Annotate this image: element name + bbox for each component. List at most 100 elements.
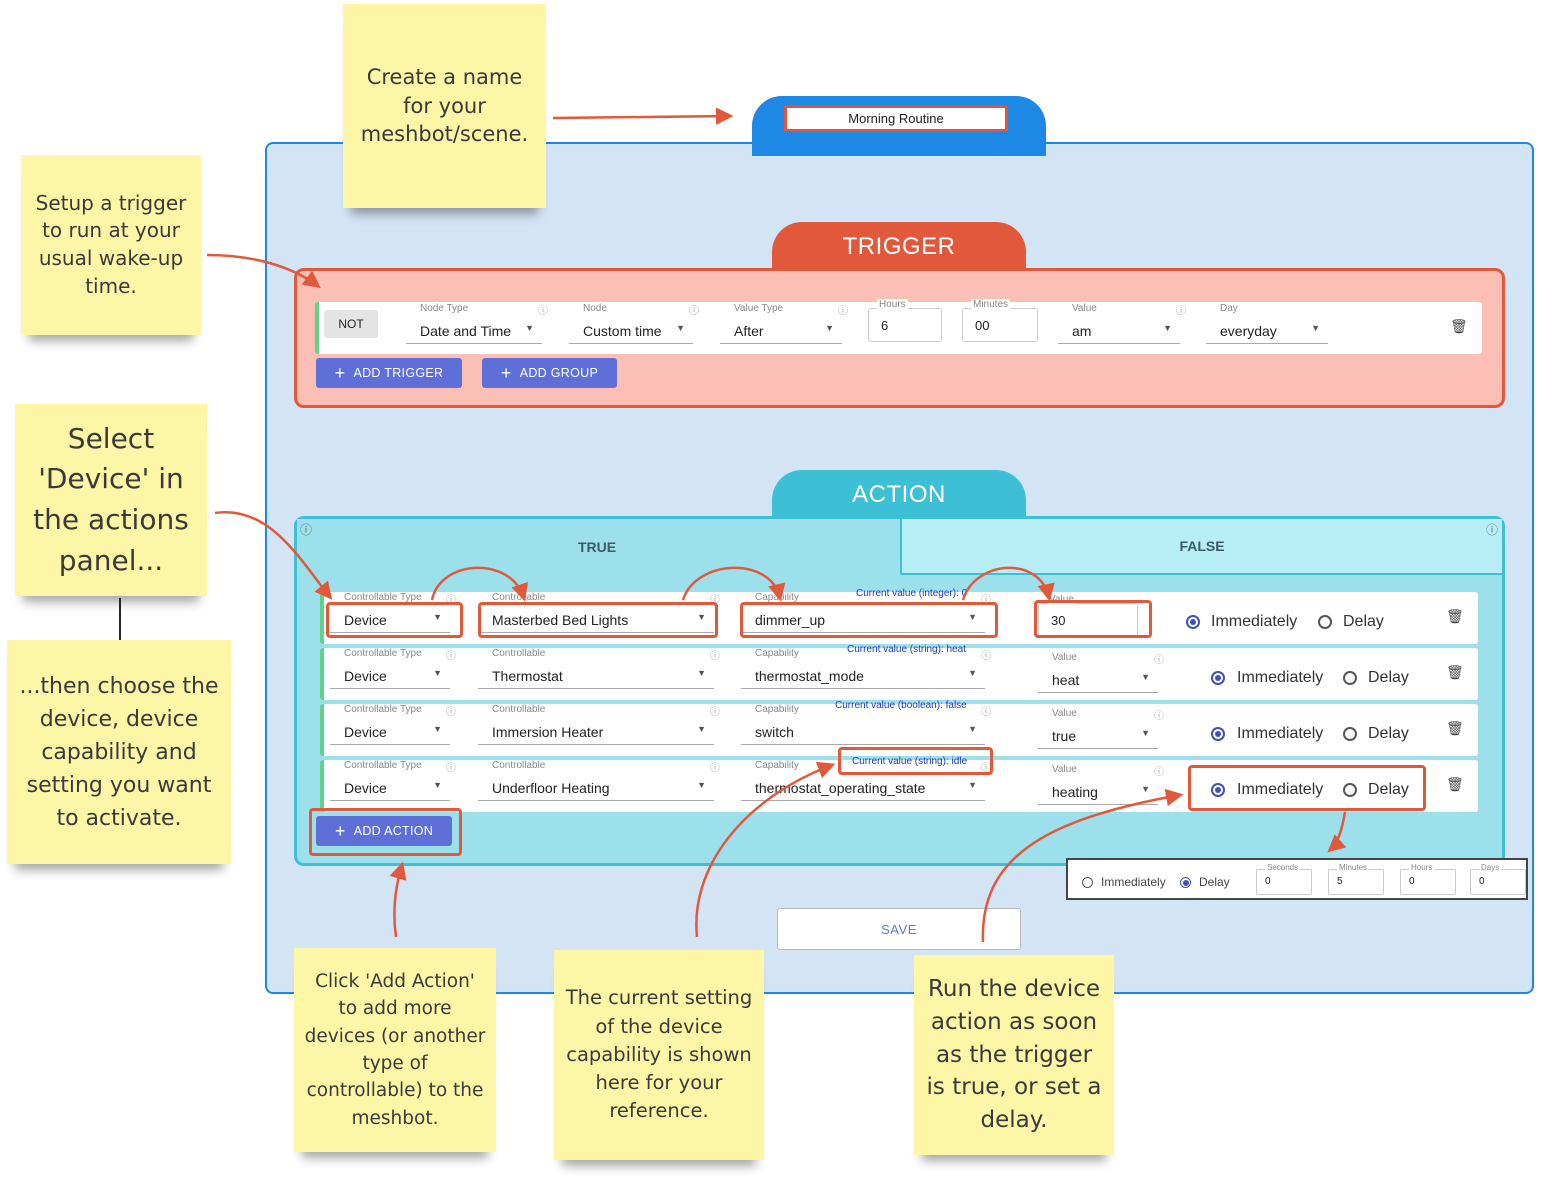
hours-input[interactable]: Hours 0 [1400, 863, 1456, 895]
trash-icon[interactable]: 🗑 [1446, 608, 1464, 624]
info-icon: ⓘ [446, 651, 456, 662]
caret-down-icon: ▼ [1141, 728, 1150, 738]
node-select[interactable]: Node Custom time ▼ ⓘ [569, 303, 699, 344]
info-icon: ⓘ [838, 306, 848, 317]
caret-down-icon: ▼ [433, 668, 442, 678]
capability-select[interactable]: Capability thermostat_operating_state ▼ … [741, 760, 991, 801]
controllable-type-select[interactable]: Controllable Type Device ▼ ⓘ [330, 648, 456, 689]
caret-down-icon: ▼ [968, 668, 977, 678]
current-value-label: Current value (boolean): false [835, 700, 967, 711]
plus-icon: + [334, 821, 346, 841]
note-select-device: Select 'Device' in the actions panel... [15, 404, 207, 596]
delay-radio[interactable] [1180, 877, 1191, 888]
caret-down-icon: ▼ [697, 724, 706, 734]
highlight-box [1188, 765, 1426, 811]
add-action-button[interactable]: + ADD ACTION [316, 816, 452, 846]
not-toggle-button[interactable]: NOT [324, 310, 378, 338]
plus-icon: + [500, 363, 512, 383]
immediately-radio[interactable] [1211, 671, 1225, 685]
seconds-input[interactable]: Seconds 0 [1256, 863, 1312, 895]
highlight-box [326, 602, 463, 638]
value-type-select[interactable]: Value Type After ▼ ⓘ [720, 303, 848, 344]
hours-input[interactable]: Hours 6 [868, 299, 942, 342]
highlight-box [1034, 600, 1152, 638]
info-icon: ⓘ [446, 763, 456, 774]
action-heading: ACTION [772, 470, 1026, 520]
trash-icon[interactable]: 🗑 [1446, 776, 1464, 792]
immediately-radio[interactable] [1186, 615, 1200, 629]
delay-radio[interactable] [1343, 783, 1357, 797]
controllable-type-select[interactable]: Controllable Type Device ▼ ⓘ [330, 760, 456, 801]
note-trigger: Setup a trigger to run at your usual wak… [21, 155, 201, 335]
info-icon: ⓘ [538, 306, 548, 317]
controllable-type-select[interactable]: Controllable Type Device ▼ ⓘ [330, 592, 456, 633]
info-icon: ⓘ [710, 595, 720, 606]
info-icon: ⓘ [300, 523, 313, 537]
caret-down-icon: ▼ [697, 612, 706, 622]
highlight-box [309, 808, 462, 856]
info-icon: ⓘ [981, 651, 991, 662]
minutes-input[interactable]: Minutes 5 [1328, 863, 1384, 895]
am-pm-select[interactable]: Value am ▼ ⓘ [1058, 303, 1186, 344]
add-trigger-button[interactable]: + ADD TRIGGER [316, 358, 462, 388]
caret-down-icon: ▼ [697, 780, 706, 790]
day-select[interactable]: Day everyday ▼ [1206, 303, 1328, 344]
capability-select[interactable]: Capability switch ▼ ⓘ [741, 704, 991, 745]
tab-false[interactable]: FALSE [900, 519, 1502, 575]
caret-down-icon: ▼ [825, 323, 834, 333]
info-icon: ⓘ [1154, 767, 1164, 778]
save-button[interactable]: SAVE [777, 908, 1021, 950]
trash-icon[interactable]: 🗑 [1450, 318, 1468, 334]
minutes-input[interactable]: Minutes 00 [962, 299, 1038, 342]
current-value-label: Current value (string): idle [852, 756, 968, 767]
action-row [320, 760, 1478, 812]
capability-select[interactable]: Capability thermostat_mode ▼ ⓘ [741, 648, 991, 689]
info-icon: ⓘ [981, 707, 991, 718]
immediately-radio[interactable] [1082, 877, 1093, 888]
caret-down-icon: ▼ [968, 724, 977, 734]
caret-down-icon: ▼ [433, 612, 442, 622]
trash-icon[interactable]: 🗑 [1446, 720, 1464, 736]
delay-settings-panel: Immediately Delay Seconds 0 Minutes 5 Ho… [1066, 858, 1528, 900]
caret-down-icon: ▼ [433, 724, 442, 734]
caret-down-icon: ▼ [525, 323, 534, 333]
note-add-action: Click 'Add Action' to add more devices (… [294, 948, 496, 1152]
scene-name-input[interactable]: Morning Routine [784, 105, 1008, 132]
controllable-type-select[interactable]: Controllable Type Device ▼ ⓘ [330, 704, 456, 745]
caret-down-icon: ▼ [968, 612, 977, 622]
info-icon: ⓘ [1154, 711, 1164, 722]
value-select[interactable]: Value true ▼ ⓘ [1038, 708, 1164, 749]
info-icon: ⓘ [1486, 523, 1499, 537]
info-icon: ⓘ [710, 763, 720, 774]
info-icon: ⓘ [446, 595, 456, 606]
delay-radio[interactable] [1343, 671, 1357, 685]
current-value-label: Current value (integer): 0 [856, 588, 968, 599]
tab-true[interactable]: TRUE [297, 519, 897, 575]
value-select[interactable]: Value heat ▼ ⓘ [1038, 652, 1164, 693]
info-icon: ⓘ [689, 306, 699, 317]
current-value-label: Current value (string): heat [847, 644, 966, 655]
controllable-select[interactable]: Controllable Immersion Heater ▼ ⓘ [478, 704, 720, 745]
days-input[interactable]: Days 0 [1470, 863, 1526, 895]
delay-radio[interactable] [1343, 727, 1357, 741]
caret-down-icon: ▼ [697, 668, 706, 678]
controllable-select[interactable]: Controllable Thermostat ▼ ⓘ [478, 648, 720, 689]
trash-icon[interactable]: 🗑 [1446, 664, 1464, 680]
caret-down-icon: ▼ [1163, 323, 1172, 333]
caret-down-icon: ▼ [676, 323, 685, 333]
controllable-select[interactable]: Controllable Underfloor Heating ▼ ⓘ [478, 760, 720, 801]
value-select[interactable]: Value heating ▼ ⓘ [1038, 764, 1164, 805]
note-name: Create a name for your meshbot/scene. [343, 4, 546, 208]
node-type-select[interactable]: Node Type Date and Time ▼ ⓘ [406, 303, 548, 344]
plus-icon: + [334, 363, 346, 383]
info-icon: ⓘ [710, 651, 720, 662]
add-group-button[interactable]: + ADD GROUP [482, 358, 617, 388]
info-icon: ⓘ [1176, 306, 1186, 317]
caret-down-icon: ▼ [433, 780, 442, 790]
note-choose-device: ...then choose the device, device capabi… [7, 640, 231, 864]
immediately-radio[interactable] [1211, 727, 1225, 741]
value-input[interactable]: Value 30 [1038, 594, 1138, 637]
delay-radio[interactable] [1318, 615, 1332, 629]
immediately-radio[interactable] [1211, 783, 1225, 797]
